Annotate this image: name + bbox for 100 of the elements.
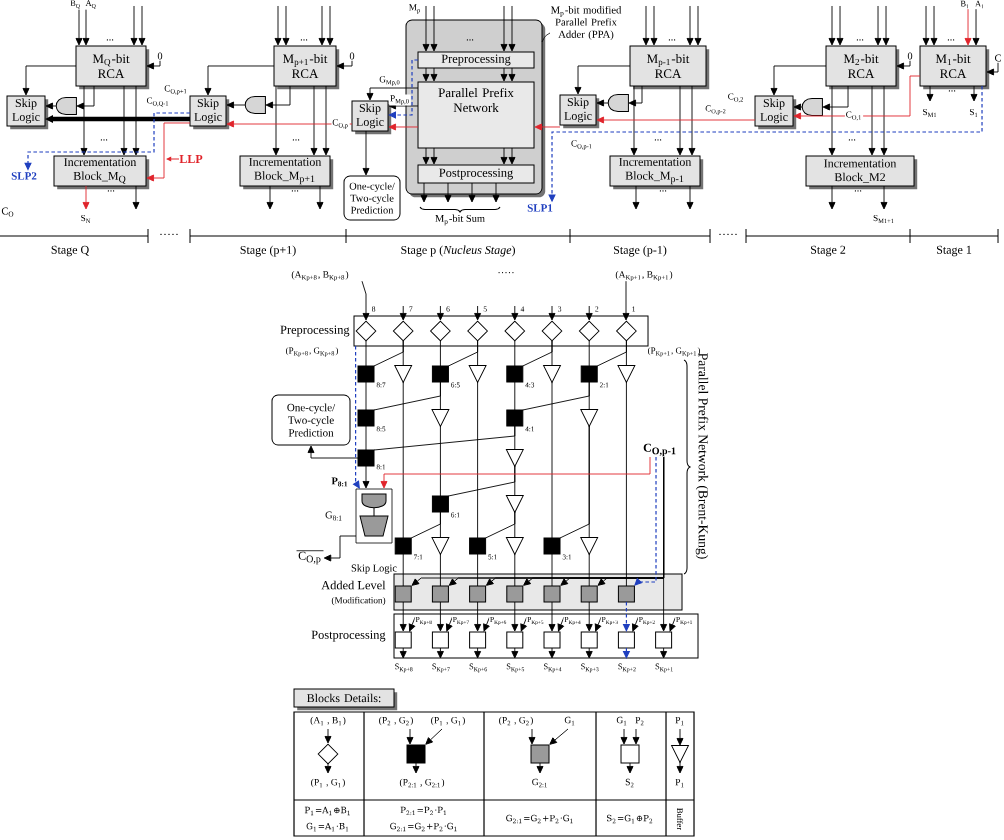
wire — [365, 381, 367, 411]
arrow — [508, 147, 516, 165]
arrow — [822, 85, 849, 111]
wire — [402, 381, 404, 539]
arrow — [596, 99, 609, 107]
wire — [625, 381, 627, 587]
arrow — [388, 123, 419, 131]
square-cell — [431, 631, 449, 649]
arrow — [366, 87, 419, 101]
arrow — [793, 75, 921, 120]
buffer-triangle — [468, 365, 487, 383]
arrow — [483, 616, 491, 632]
arrow — [585, 601, 593, 632]
arrow — [132, 185, 140, 210]
arrow — [880, 85, 888, 156]
arrow — [626, 762, 634, 774]
arrow — [226, 120, 353, 128]
arrow — [146, 122, 191, 182]
arrow — [520, 616, 528, 632]
wire — [596, 340, 627, 367]
arrow — [326, 5, 334, 46]
arrow — [511, 601, 519, 632]
square-cell — [394, 631, 412, 649]
arrow — [688, 85, 696, 156]
arrow — [474, 305, 482, 321]
diamond-cell — [504, 320, 526, 342]
arrow — [632, 728, 640, 745]
arrow — [676, 728, 684, 746]
diamond-cell — [355, 320, 377, 342]
buffer-triangle — [394, 365, 413, 383]
arrow — [511, 305, 519, 321]
arrow — [323, 535, 357, 562]
arrow — [650, 5, 658, 46]
arrow — [632, 185, 640, 210]
wire — [373, 340, 404, 367]
square-cell — [506, 585, 524, 603]
wire — [588, 553, 590, 587]
arrow — [204, 65, 275, 96]
arrow — [82, 185, 90, 210]
square-cell — [357, 409, 375, 427]
arrow — [828, 5, 836, 46]
square-cell — [580, 631, 598, 649]
arrow — [528, 728, 536, 745]
arrow — [669, 616, 677, 632]
wire — [439, 553, 441, 587]
diamond-cell — [317, 743, 339, 765]
arrow — [508, 5, 516, 52]
arrow — [282, 5, 290, 46]
arrow — [45, 102, 57, 110]
arrow — [420, 182, 428, 203]
arrow — [361, 280, 370, 321]
wire — [477, 553, 479, 587]
arrow — [508, 67, 516, 82]
arrow — [511, 647, 519, 659]
arrow — [430, 67, 438, 82]
buffer-triangle — [671, 745, 689, 763]
arrow — [676, 761, 684, 774]
arrow — [500, 147, 508, 165]
arrow — [22, 65, 77, 96]
wire — [402, 553, 404, 587]
arrow — [468, 182, 476, 203]
square-cell — [469, 631, 487, 649]
arrow — [324, 763, 332, 774]
arrow — [676, 85, 684, 156]
arrow — [422, 67, 430, 82]
arrow — [265, 85, 291, 109]
square-cell — [620, 744, 640, 764]
wire — [410, 511, 441, 539]
arrow — [628, 85, 643, 107]
buffer-triangle — [543, 365, 561, 383]
square-cell — [431, 585, 449, 603]
arrow — [226, 101, 246, 109]
arrow — [132, 85, 140, 156]
arrow — [138, 5, 146, 46]
wire — [551, 553, 553, 587]
arrow — [622, 280, 630, 321]
arrow — [926, 85, 934, 102]
square-cell — [406, 744, 426, 764]
arrow — [660, 647, 668, 659]
arrow — [380, 456, 651, 489]
arrow — [548, 647, 556, 659]
buffer-triangle — [431, 537, 450, 555]
arrow — [436, 601, 444, 632]
buffer-triangle — [431, 409, 450, 427]
arrow — [793, 103, 803, 111]
arrow — [634, 456, 657, 586]
arrow — [422, 5, 430, 52]
wire — [588, 340, 590, 367]
square-cell — [530, 744, 550, 764]
arrow — [836, 5, 844, 46]
buffer-triangle — [580, 537, 599, 555]
square-cell — [506, 631, 524, 649]
arrow — [770, 65, 827, 96]
arrow — [964, 5, 972, 46]
arrow — [266, 185, 274, 210]
wire — [514, 553, 516, 587]
buffer-triangle — [505, 495, 524, 513]
arrow — [422, 147, 430, 165]
diamond-cell — [541, 320, 563, 342]
square-cell — [357, 365, 375, 383]
